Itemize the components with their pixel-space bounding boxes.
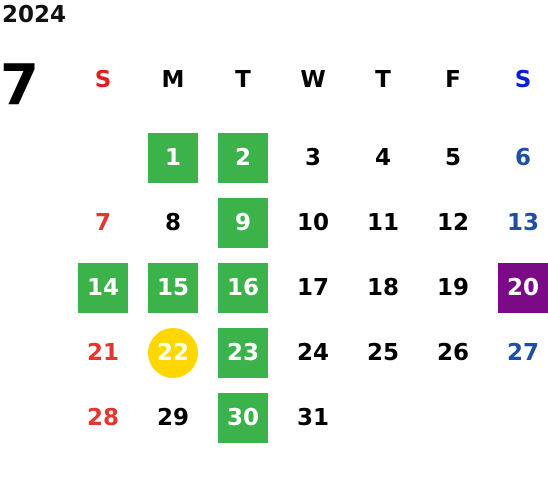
calendar-cell: 10 xyxy=(278,190,348,255)
calendar-cell: 4 xyxy=(348,125,418,190)
day-5[interactable]: 5 xyxy=(444,144,461,171)
calendar-cell: 3 xyxy=(278,125,348,190)
calendar-cell: 25 xyxy=(348,320,418,385)
calendar-cell: 31 xyxy=(278,385,348,450)
calendar-cell: 26 xyxy=(418,320,488,385)
weekday-header-thu: T xyxy=(375,67,391,93)
day-9[interactable]: 9 xyxy=(218,197,268,248)
weekday-header-sat: S xyxy=(514,67,532,93)
day-14[interactable]: 14 xyxy=(78,262,128,313)
calendar-cell xyxy=(418,385,488,450)
calendar-cell: 30 xyxy=(208,385,278,450)
day-26[interactable]: 26 xyxy=(436,339,469,366)
day-1[interactable]: 1 xyxy=(148,132,198,183)
day-2[interactable]: 2 xyxy=(218,132,268,183)
year-label: 2024 xyxy=(2,2,67,28)
day-28[interactable]: 28 xyxy=(86,404,119,431)
day-31[interactable]: 31 xyxy=(296,404,329,431)
day-22[interactable]: 22 xyxy=(148,327,198,378)
calendar-cell: 21 xyxy=(68,320,138,385)
day-18[interactable]: 18 xyxy=(366,274,399,301)
weekday-header-mon: M xyxy=(161,67,185,93)
weekday-header-sun: S xyxy=(94,67,112,93)
day-15[interactable]: 15 xyxy=(148,262,198,313)
calendar-cell: 7 xyxy=(68,190,138,255)
calendar-cell: 24 xyxy=(278,320,348,385)
day-8[interactable]: 8 xyxy=(164,209,181,236)
day-7[interactable]: 7 xyxy=(94,209,111,236)
weekday-header-fri: F xyxy=(445,67,461,93)
calendar-cell: 2 xyxy=(208,125,278,190)
calendar-cell: 14 xyxy=(68,255,138,320)
calendar-cell: 12 xyxy=(418,190,488,255)
day-25[interactable]: 25 xyxy=(366,339,399,366)
calendar-cell: 27 xyxy=(488,320,548,385)
calendar-cell: 20 xyxy=(488,255,548,320)
day-6[interactable]: 6 xyxy=(514,144,531,171)
weekday-header-tue: T xyxy=(235,67,251,93)
day-20[interactable]: 20 xyxy=(498,262,548,313)
day-10[interactable]: 10 xyxy=(296,209,329,236)
day-19[interactable]: 19 xyxy=(436,274,469,301)
calendar-cell: 8 xyxy=(138,190,208,255)
calendar-cell: 17 xyxy=(278,255,348,320)
day-11[interactable]: 11 xyxy=(366,209,399,236)
calendar-cell: 23 xyxy=(208,320,278,385)
calendar-cell: 15 xyxy=(138,255,208,320)
month-number: 7 xyxy=(0,53,39,118)
day-24[interactable]: 24 xyxy=(296,339,329,366)
calendar-cell: 29 xyxy=(138,385,208,450)
calendar-cell: 18 xyxy=(348,255,418,320)
weekday-header-wed: W xyxy=(300,67,326,93)
day-12[interactable]: 12 xyxy=(436,209,469,236)
calendar-cell: 28 xyxy=(68,385,138,450)
calendar-cell: 9 xyxy=(208,190,278,255)
day-17[interactable]: 17 xyxy=(296,274,329,301)
calendar-cell xyxy=(348,385,418,450)
calendar-cell: 1 xyxy=(138,125,208,190)
calendar-cell: 5 xyxy=(418,125,488,190)
day-3[interactable]: 3 xyxy=(304,144,321,171)
calendar-cell: 11 xyxy=(348,190,418,255)
calendar-cell: 13 xyxy=(488,190,548,255)
day-30[interactable]: 30 xyxy=(218,392,268,443)
day-16[interactable]: 16 xyxy=(218,262,268,313)
calendar-cell xyxy=(68,125,138,190)
day-29[interactable]: 29 xyxy=(156,404,189,431)
day-21[interactable]: 21 xyxy=(86,339,119,366)
day-23[interactable]: 23 xyxy=(218,327,268,378)
calendar-cell: 16 xyxy=(208,255,278,320)
day-4[interactable]: 4 xyxy=(374,144,391,171)
day-27[interactable]: 27 xyxy=(506,339,539,366)
calendar-cell: 22 xyxy=(138,320,208,385)
day-13[interactable]: 13 xyxy=(506,209,539,236)
calendar-cell xyxy=(488,385,548,450)
calendar-cell: 19 xyxy=(418,255,488,320)
calendar-cell: 6 xyxy=(488,125,548,190)
